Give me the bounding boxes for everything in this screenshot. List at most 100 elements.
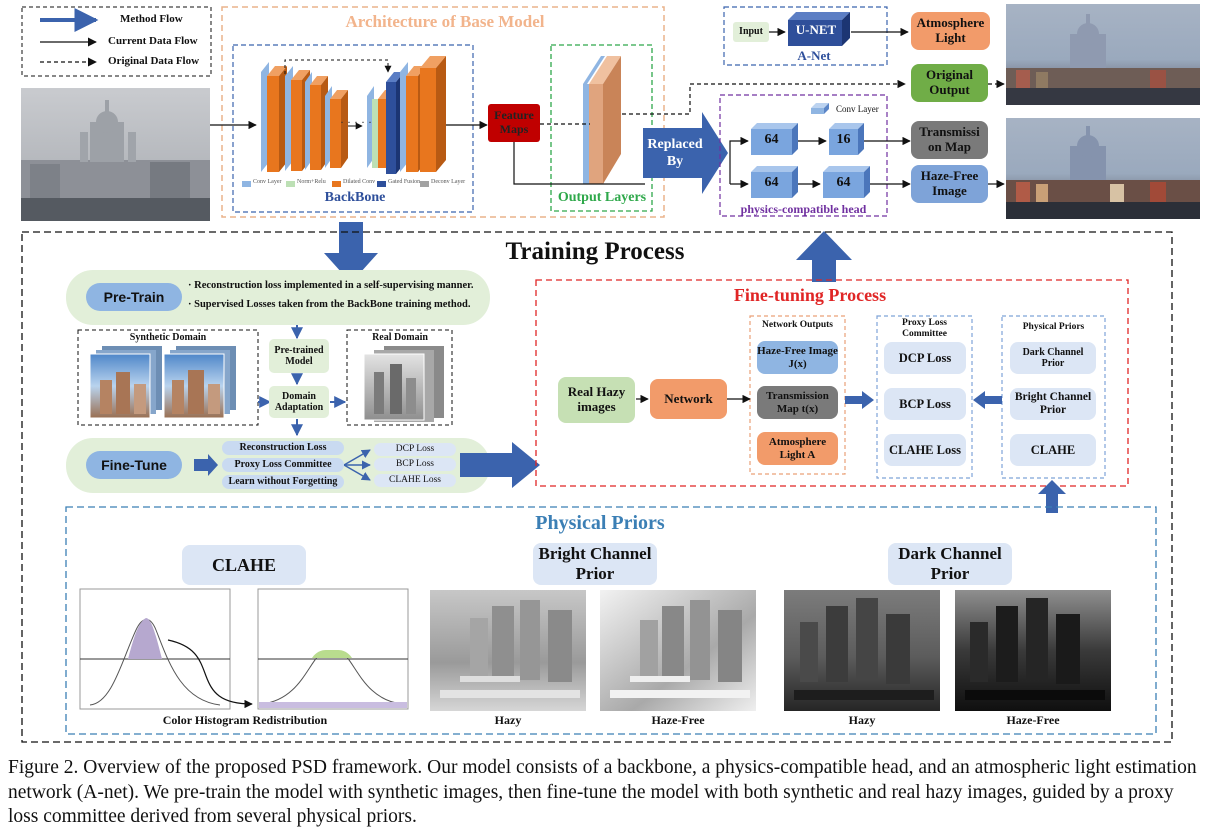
- real-hazy-label: Real Hazy images: [567, 384, 626, 414]
- output-layers-label: Output Layers: [557, 190, 647, 205]
- original-output-label: Original Output: [926, 67, 973, 97]
- prior-dcp: Dark Channel Prior: [1010, 342, 1096, 374]
- domain-adaptation-label: Domain Adaptation: [274, 390, 324, 414]
- domain-adaptation-box: Domain Adaptation: [269, 386, 329, 418]
- svg-text:· · · · ·: · · · · ·: [340, 115, 372, 129]
- original-output-box: Original Output: [911, 64, 988, 102]
- network-label: Network: [664, 390, 713, 406]
- finetune-label: Fine-Tune: [101, 456, 167, 473]
- hazy-input-image: [21, 88, 210, 221]
- dcp-header-label: Dark Channel Prior: [898, 544, 1002, 583]
- legend-original-flow: Original Data Flow: [108, 55, 200, 67]
- clahe-header: CLAHE: [182, 545, 306, 585]
- pretrain-note-1: · Reconstruction loss implemented in a s…: [188, 280, 474, 291]
- synthetic-images: [89, 346, 236, 419]
- cube-64-c: 64: [836, 175, 851, 190]
- finetune-pill: Fine-Tune: [86, 451, 182, 479]
- finetuning-title: Fine-tuning Process: [733, 285, 887, 305]
- anet-label: A-Net: [797, 48, 831, 63]
- transmission-map-line1: Transmissi: [919, 124, 980, 140]
- backbone-label: BackBone: [324, 190, 386, 205]
- figure-caption: Figure 2. Overview of the proposed PSD f…: [8, 757, 1197, 827]
- loss-reconstruction: Reconstruction Loss: [222, 441, 344, 455]
- pretrain-note-2: · Supervised Losses taken from the BackB…: [188, 299, 471, 310]
- network-outputs-title: Network Outputs: [762, 320, 833, 330]
- conv-layer-label: Conv Layer: [836, 104, 879, 114]
- atmosphere-light-box: Atmosphere Light: [911, 12, 990, 50]
- network-box: Network: [650, 379, 727, 419]
- prior-clahe-label: CLAHE: [1030, 442, 1076, 457]
- head-cubes: [751, 123, 870, 198]
- real-hazy-box: Real Hazy images: [558, 377, 635, 423]
- pretrain-pill: Pre-Train: [86, 283, 182, 311]
- output-haze-free: Haze-Free Image J(x): [757, 341, 838, 374]
- cube-16: 16: [836, 132, 851, 147]
- priors-panel-title: Physical Priors: [535, 512, 665, 534]
- bcp-hazefree-label: Haze-Free: [651, 713, 705, 727]
- haze-free-image-box: Haze-Free Image: [911, 165, 988, 203]
- haze-free-image-label: Haze-Free Image: [920, 168, 979, 198]
- feature-maps-label: Feature Maps: [494, 108, 534, 136]
- loss-learn-without-forgetting: Learn without Forgetting: [222, 475, 344, 489]
- layer-legend-deconv: Deconv Layer: [431, 179, 466, 185]
- cube-64-b: 64: [764, 175, 779, 190]
- loss-proxy-committee: Proxy Loss Committee: [222, 458, 344, 472]
- bcp-hazy-label: Hazy: [494, 713, 522, 727]
- atmosphere-light-label: Atmosphere Light: [916, 15, 985, 45]
- subloss-dcp-label: DCP Loss: [395, 444, 435, 455]
- output-haze-free-label: Haze-Free Image J(x): [757, 344, 838, 370]
- loss-lwf-label: Learn without Forgetting: [228, 476, 338, 488]
- output-atmosphere: Atmosphere Light A: [757, 432, 838, 465]
- prior-bcp-label: Bright Channel Prior: [1014, 390, 1092, 416]
- output-transmission-label: Transmission Map t(x): [766, 389, 829, 415]
- feature-maps-box: Feature Maps: [488, 104, 540, 142]
- transmission-map-line2: on Map: [928, 139, 971, 154]
- bcp-hazefree-image: [600, 590, 756, 711]
- cube-64-a: 64: [764, 132, 779, 147]
- backbone-layers: · · · · ·: [261, 56, 446, 174]
- subloss-bcp: BCP Loss: [374, 458, 456, 471]
- layer-legend-dilated: Dilated Conv: [343, 179, 376, 185]
- anet-input-box: Input: [733, 22, 769, 42]
- output-transmission: Transmission Map t(x): [757, 386, 838, 419]
- committee-title: Proxy Loss Committee: [902, 318, 947, 339]
- layer-legend-conv: Conv Layer: [253, 179, 282, 185]
- committee-bcp: BCP Loss: [884, 388, 966, 420]
- dcp-hazy-label: Hazy: [848, 713, 876, 727]
- layer-legend-norm: Norm+Relu: [297, 179, 326, 185]
- loss-proxy-committee-label: Proxy Loss Committee: [234, 459, 332, 471]
- original-output-image: [1006, 4, 1200, 105]
- histogram-before: [79, 588, 231, 710]
- unet-label: U-NET: [795, 22, 837, 37]
- committee-dcp: DCP Loss: [884, 342, 966, 374]
- priors-title: Physical Priors: [1022, 322, 1085, 332]
- legend-method-flow: Method Flow: [120, 13, 183, 25]
- prior-bcp: Bright Channel Prior: [1010, 388, 1096, 420]
- committee-clahe: CLAHE Loss: [884, 434, 966, 466]
- layer-legend-gated: Gated Fusion: [388, 179, 421, 185]
- pretrained-model-box: Pre-trained Model: [269, 339, 329, 373]
- dcp-header: Dark Channel Prior: [888, 543, 1012, 585]
- committee-dcp-label: DCP Loss: [898, 350, 952, 365]
- subloss-bcp-label: BCP Loss: [396, 459, 434, 470]
- legend-current-flow: Current Data Flow: [108, 35, 198, 47]
- training-process-title: Training Process: [505, 238, 685, 265]
- committee-bcp-label: BCP Loss: [899, 396, 951, 411]
- dcp-hazefree-image: [955, 590, 1111, 711]
- loss-reconstruction-label: Reconstruction Loss: [239, 442, 327, 454]
- real-domain-label: Real Domain: [372, 332, 428, 343]
- transmission-map-box: Transmissi on Map: [911, 121, 988, 159]
- bcp-header-label: Bright Channel Prior: [538, 544, 652, 583]
- dcp-hazy-image: [784, 590, 940, 711]
- prior-dcp-label: Dark Channel Prior: [1022, 346, 1084, 370]
- synthetic-domain-label: Synthetic Domain: [129, 332, 207, 343]
- subloss-dcp: DCP Loss: [374, 443, 456, 456]
- dcp-hazefree-label: Haze-Free: [1006, 713, 1060, 727]
- real-images: [363, 346, 444, 422]
- pretrain-label: Pre-Train: [103, 288, 165, 305]
- bcp-header: Bright Channel Prior: [533, 543, 657, 585]
- hazefree-output-image: [1006, 118, 1200, 219]
- base-model-title: Architecture of Base Model: [345, 12, 545, 31]
- histogram-after: [257, 588, 409, 710]
